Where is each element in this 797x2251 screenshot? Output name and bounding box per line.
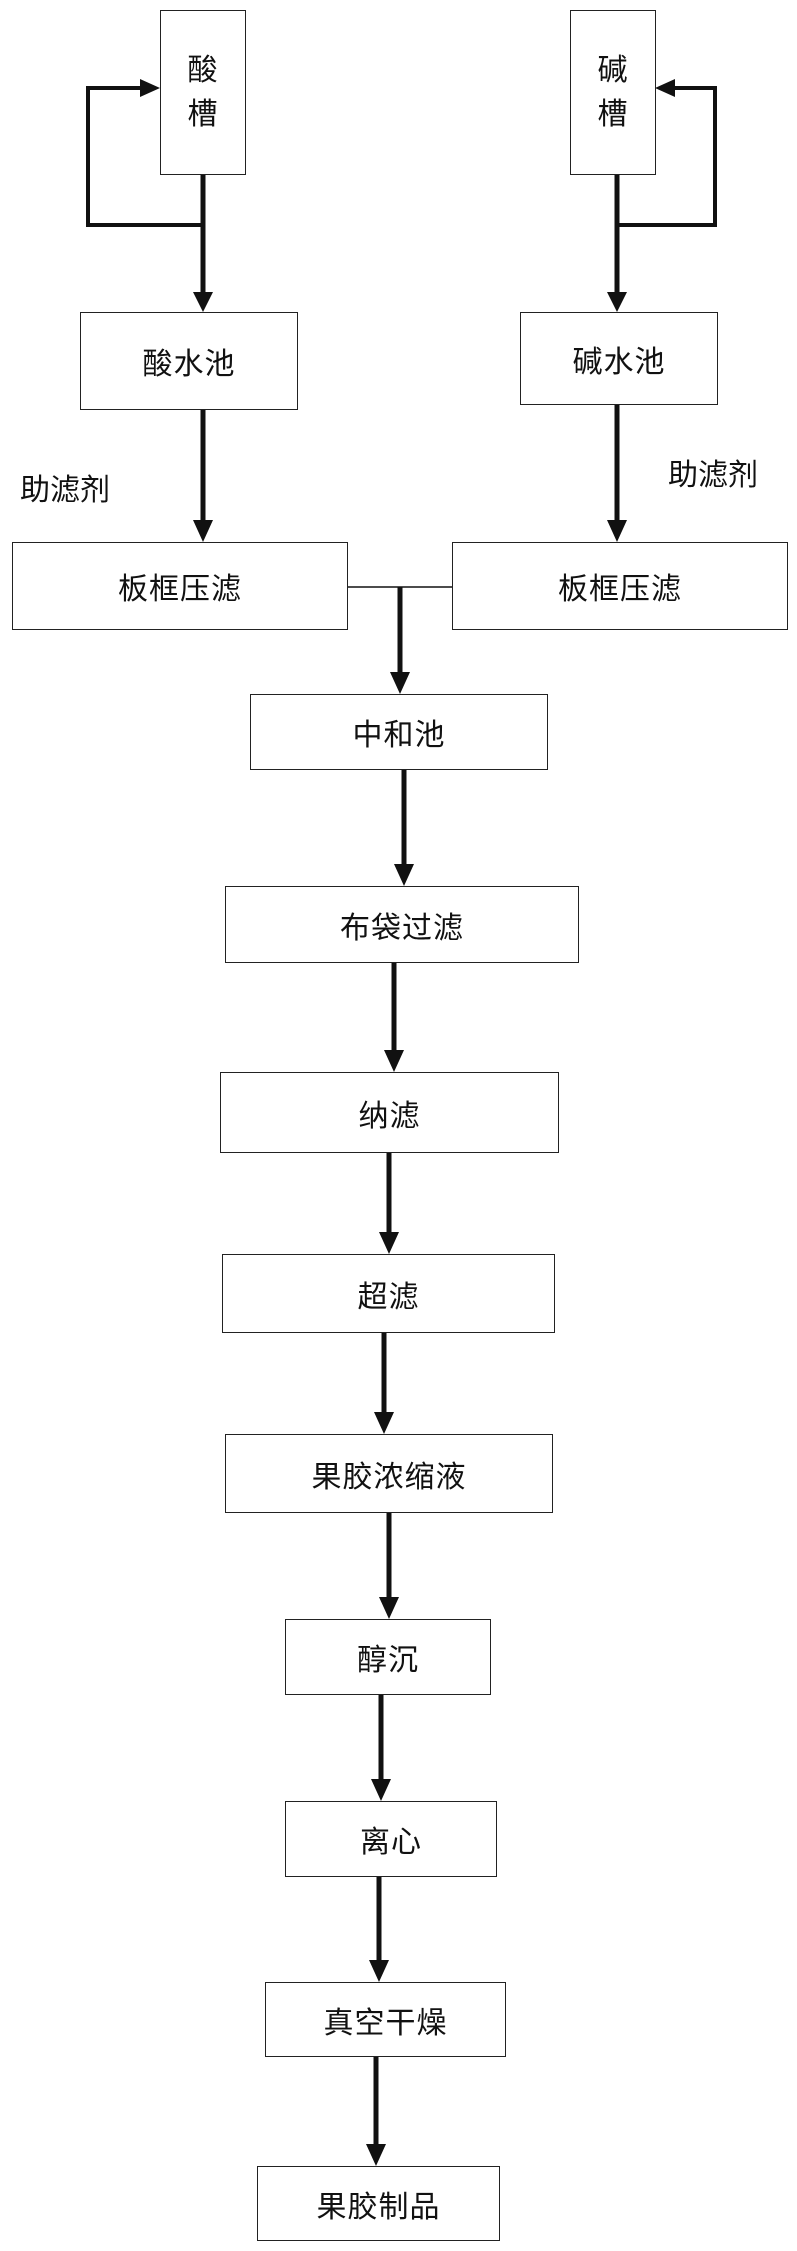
bag-filter-box: 布袋过滤 bbox=[225, 886, 579, 963]
filter-aid-label-left: 助滤剂 bbox=[20, 473, 110, 508]
neutral-pool-label: 中和池 bbox=[352, 718, 446, 753]
arrow-head bbox=[369, 1960, 389, 1982]
acid-pool-label: 酸水池 bbox=[142, 347, 236, 382]
arrow-head bbox=[390, 672, 410, 694]
arrow-head bbox=[394, 864, 414, 886]
concentrate-box: 果胶浓缩液 bbox=[225, 1434, 553, 1513]
alkali-tank-char-2: 槽 bbox=[597, 96, 629, 132]
alkali-tank-char-1: 碱 bbox=[597, 52, 629, 88]
ultrafilter-box: 超滤 bbox=[222, 1254, 555, 1333]
nanofilter-label: 纳滤 bbox=[358, 1098, 421, 1134]
acid-tank-char-2: 槽 bbox=[187, 96, 219, 132]
neutral-pool-box: 中和池 bbox=[250, 694, 548, 770]
alkali-tank-box: 碱 槽 bbox=[570, 10, 656, 175]
acid-pool-box: 酸水池 bbox=[80, 312, 298, 410]
product-box: 果胶制品 bbox=[257, 2166, 500, 2241]
alkali-pool-box: 碱水池 bbox=[520, 312, 718, 405]
centrifuge-box: 离心 bbox=[285, 1801, 497, 1877]
alkali-pool-label: 碱水池 bbox=[572, 344, 666, 380]
arrow-head bbox=[374, 1412, 394, 1434]
acid-tank-box: 酸 槽 bbox=[160, 10, 246, 175]
centrifuge-label: 离心 bbox=[360, 1825, 422, 1860]
press-left-box: 板框压滤 bbox=[12, 542, 348, 630]
acid-loop-line bbox=[86, 86, 203, 227]
filter-aid-label-right: 助滤剂 bbox=[668, 458, 758, 493]
vacuum-dry-label: 真空干燥 bbox=[323, 2005, 448, 2041]
alkali-loop-line bbox=[617, 86, 717, 227]
arrow-head bbox=[379, 1232, 399, 1254]
product-label: 果胶制品 bbox=[316, 2189, 441, 2225]
acid-loop-arrowhead bbox=[140, 79, 160, 97]
arrow-head bbox=[366, 2144, 386, 2166]
arrow-head bbox=[384, 1050, 404, 1072]
concentrate-label: 果胶浓缩液 bbox=[311, 1459, 467, 1495]
acid-tank-char-1: 酸 bbox=[187, 52, 219, 88]
arrow-head bbox=[379, 1597, 399, 1619]
alcohol-precip-label: 醇沉 bbox=[357, 1643, 419, 1678]
vacuum-dry-box: 真空干燥 bbox=[265, 1982, 506, 2057]
press-left-label: 板框压滤 bbox=[118, 572, 242, 607]
arrow-head bbox=[193, 520, 213, 542]
arrow-head bbox=[193, 292, 213, 312]
press-right-label: 板框压滤 bbox=[558, 572, 682, 607]
alcohol-precip-box: 醇沉 bbox=[285, 1619, 491, 1695]
alkali-loop-arrowhead bbox=[655, 79, 675, 97]
bag-filter-label: 布袋过滤 bbox=[340, 910, 464, 946]
nanofilter-box: 纳滤 bbox=[220, 1072, 559, 1153]
press-right-box: 板框压滤 bbox=[452, 542, 788, 630]
arrow-head bbox=[607, 520, 627, 542]
arrow-head bbox=[607, 292, 627, 312]
ultrafilter-label: 超滤 bbox=[357, 1279, 420, 1315]
arrow-head bbox=[371, 1779, 391, 1801]
